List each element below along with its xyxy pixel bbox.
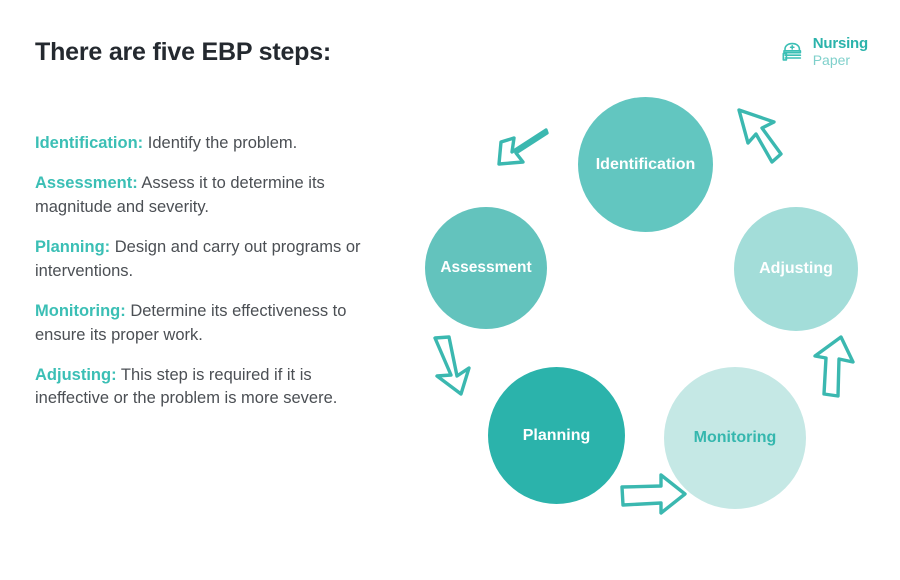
step-description: Identify the problem. <box>147 134 298 152</box>
arrow-right-icon <box>617 470 689 520</box>
list-item: Planning: Design and carry out programs … <box>35 236 380 283</box>
brand-name-primary: Nursing <box>812 35 868 52</box>
step-label: Identification: <box>35 134 144 152</box>
steps-list: Identification: Identify the problem. As… <box>35 132 380 411</box>
cycle-node-identification[interactable]: Identification <box>578 97 713 232</box>
ebp-cycle-diagram: Identification Adjusting Monitoring Plan… <box>410 80 890 540</box>
cycle-node-adjusting[interactable]: Adjusting <box>734 207 858 331</box>
step-label: Assessment: <box>35 174 138 193</box>
step-description: Assess it to determine its magnitude and… <box>35 174 325 216</box>
cycle-node-label: Identification <box>595 155 696 173</box>
cycle-node-assessment[interactable]: Assessment <box>425 207 547 329</box>
step-label: Planning: <box>35 238 111 257</box>
list-item: Monitoring: Determine its effectiveness … <box>35 300 380 347</box>
arrow-up-icon <box>807 332 861 402</box>
brand-logo-text: Nursing Paper <box>813 36 868 67</box>
step-label: Adjusting: <box>35 365 117 384</box>
list-item: Assessment: Assess it to determine its m… <box>35 172 380 219</box>
cycle-node-planning[interactable]: Planning <box>488 367 625 504</box>
arrow-down-left-icon <box>489 112 551 174</box>
cycle-node-label: Adjusting <box>759 260 833 277</box>
cycle-node-label: Monitoring <box>693 429 777 446</box>
cycle-node-label: Assessment <box>440 259 532 276</box>
arrow-up-left-icon <box>734 102 796 174</box>
cycle-node-monitoring[interactable]: Monitoring <box>664 367 806 509</box>
step-description: Determine its effectiveness to ensure it… <box>35 302 347 344</box>
list-item: Identification: Identify the problem. <box>35 132 380 155</box>
step-description: Design and carry out programs or interve… <box>35 238 361 280</box>
list-item: Adjusting: This step is required if it i… <box>35 364 380 411</box>
brand-logo: Nursing Paper <box>780 36 868 67</box>
brand-name-secondary: Paper <box>812 52 851 68</box>
step-label: Monitoring: <box>35 302 126 321</box>
page-title: There are five EBP steps: <box>35 38 332 66</box>
step-description: This step is required if it is ineffecti… <box>35 365 338 408</box>
nurse-cap-books-icon <box>780 39 806 65</box>
arrow-down-icon <box>427 332 481 398</box>
cycle-node-label: Planning <box>522 426 591 444</box>
